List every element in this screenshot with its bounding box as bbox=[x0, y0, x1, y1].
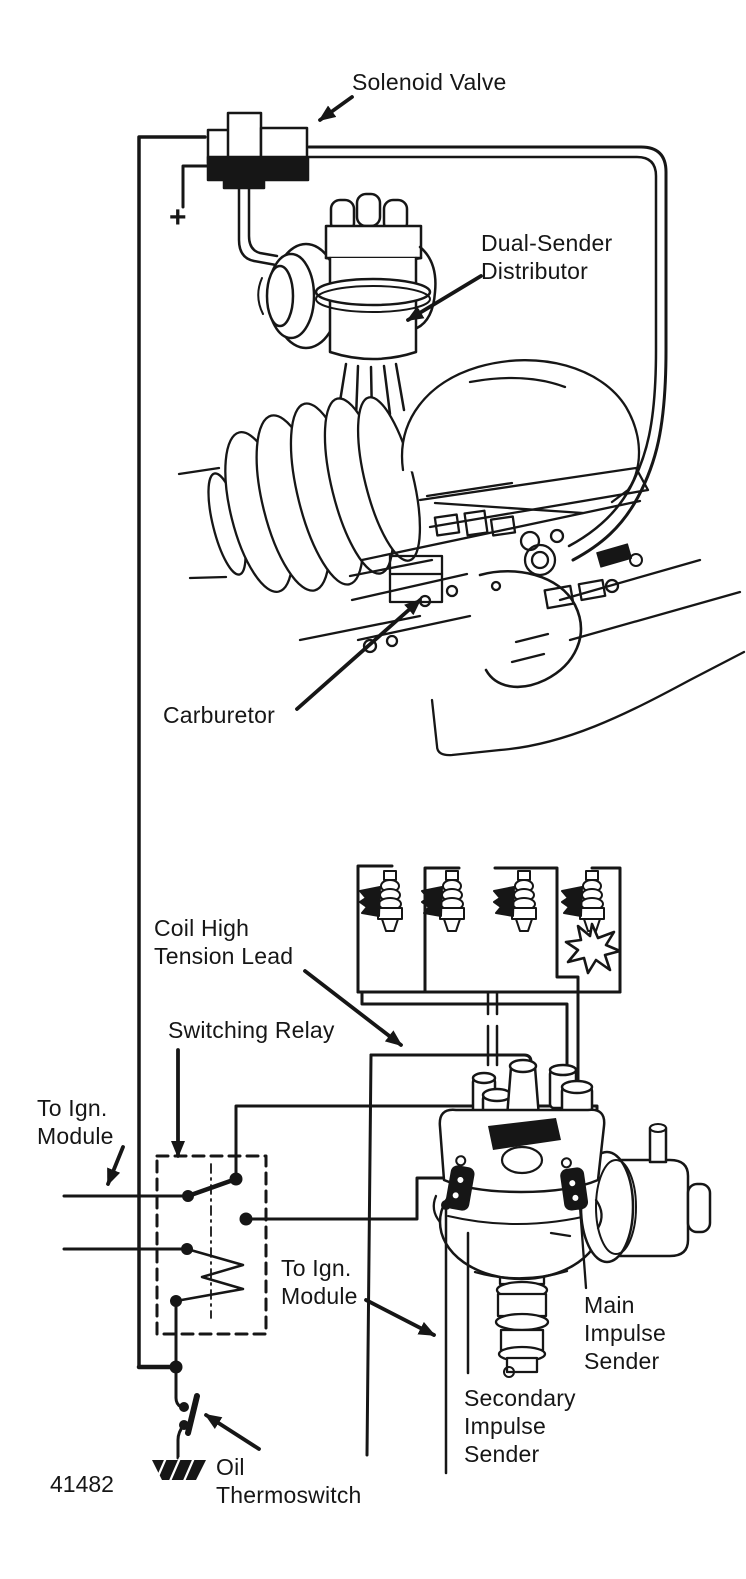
solenoid-valve-drawing bbox=[181, 111, 310, 209]
label-switching-relay: Switching Relay bbox=[168, 1017, 335, 1043]
solenoid-valve-arrow bbox=[318, 95, 354, 122]
label-to-ign-module-left: To Ign. Module bbox=[37, 1095, 114, 1149]
carburetor-arrow bbox=[295, 598, 422, 711]
lower-distributor-drawing bbox=[432, 1058, 712, 1378]
label-to-ign-module-mid: To Ign. Module bbox=[281, 1255, 358, 1309]
oil-thermoswitch-arrow bbox=[204, 1413, 261, 1451]
label-coil-high-tension-lead: Coil High Tension Lead bbox=[154, 915, 294, 969]
label-oil-thermoswitch: Oil Thermoswitch bbox=[216, 1454, 362, 1508]
left-bus-wire bbox=[137, 135, 207, 1369]
oil-thermoswitch-drawing bbox=[136, 1360, 206, 1483]
valve-to-distributor-hose bbox=[237, 186, 279, 267]
vacuum-hose bbox=[307, 145, 668, 568]
callout-arrows bbox=[106, 95, 483, 1451]
to-ign-left-arrow bbox=[106, 1145, 125, 1186]
label-carburetor: Carburetor bbox=[163, 702, 275, 728]
label-secondary-impulse-sender: Secondary Impulse Sender bbox=[464, 1385, 576, 1467]
plus-terminal-symbol: + bbox=[169, 201, 187, 234]
dual-sender-arrow bbox=[406, 274, 483, 322]
figure-number: 41482 bbox=[50, 1471, 114, 1497]
sender-lead-wires bbox=[444, 1205, 588, 1475]
dual-sender-distributor-drawing bbox=[257, 192, 437, 420]
spark-plug-harness-wires bbox=[356, 864, 622, 1087]
coil-lead-arrow bbox=[303, 969, 403, 1047]
label-dual-sender-distributor: Dual-Sender Distributor bbox=[481, 230, 613, 284]
spark-starburst-icon bbox=[564, 922, 622, 975]
air-cleaner-carburetor-drawing bbox=[177, 359, 746, 757]
label-main-impulse-sender: Main Impulse Sender bbox=[584, 1292, 666, 1374]
ground-icon bbox=[152, 1456, 206, 1483]
to-ign-mid-arrow bbox=[364, 1298, 436, 1337]
label-solenoid-valve: Solenoid Valve bbox=[352, 69, 507, 95]
spark-plugs-drawing bbox=[359, 870, 622, 975]
